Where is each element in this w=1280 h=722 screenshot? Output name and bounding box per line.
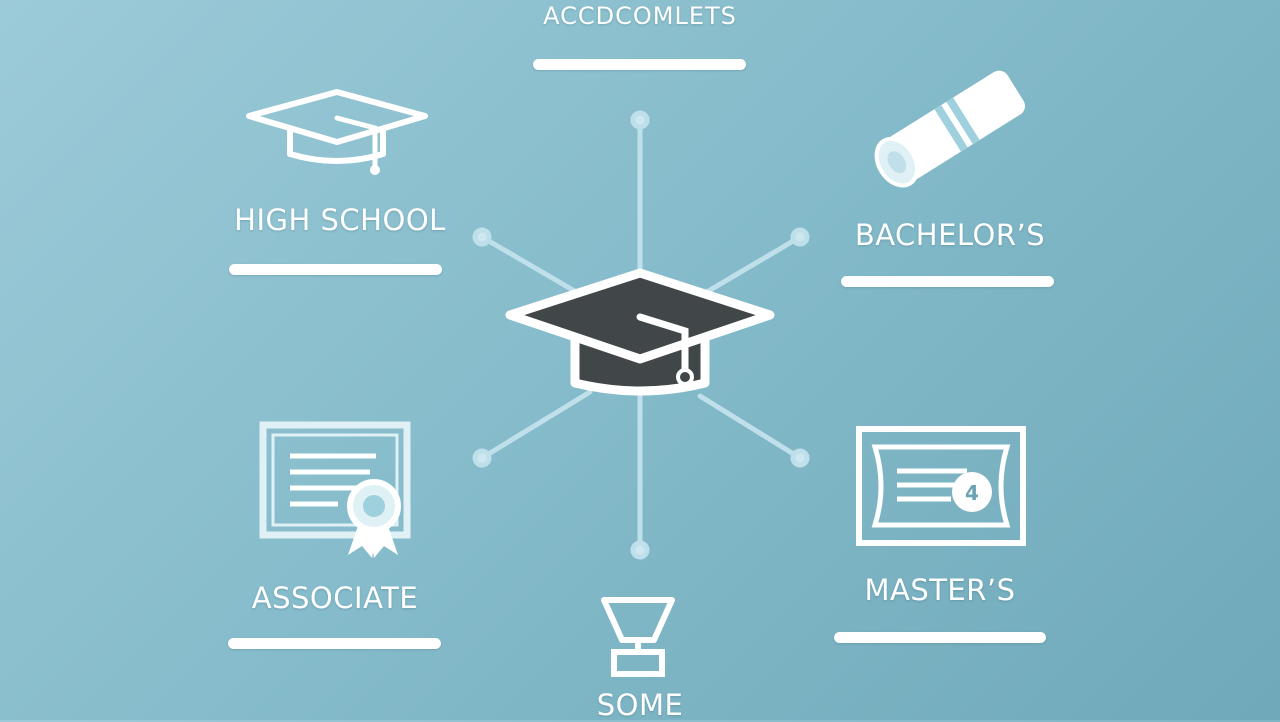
spoke-lower-left-dot	[472, 448, 492, 468]
node-label-some: SOME	[596, 688, 684, 722]
top-label: ACCDCOMLETS	[543, 2, 737, 30]
mortarboard-icon	[246, 89, 428, 175]
node-label-bachelors: BACHELOR’S	[854, 218, 1046, 252]
spoke-top-dot	[630, 110, 650, 130]
graduation-cap-icon	[505, 268, 775, 396]
associate-underline	[228, 638, 441, 649]
spoke-lower-left	[479, 389, 593, 461]
masters-underline	[834, 632, 1046, 643]
spoke-upper-right-dot	[790, 227, 810, 247]
spoke-upper-right	[697, 234, 803, 299]
spoke-upper-left	[479, 234, 593, 303]
spoke-bottom-dot	[630, 540, 650, 560]
spoke-lower-right	[697, 393, 803, 461]
bachelors-underline	[841, 276, 1054, 287]
hourglass-icon	[601, 597, 675, 677]
spoke-lower-right-dot	[790, 448, 810, 468]
node-label-associate: ASSOCIATE	[251, 581, 419, 615]
certificate-ribbon-icon	[259, 421, 411, 558]
spoke-upper-left-dot	[472, 227, 492, 247]
top-underline	[533, 59, 746, 70]
high-school-underline	[229, 264, 442, 275]
node-label-high-school: HIGH SCHOOL	[234, 203, 446, 237]
diploma-scroll-icon	[874, 70, 1025, 188]
diploma-certificate-icon	[856, 426, 1026, 546]
node-label-masters: MASTER’S	[864, 573, 1016, 607]
certificate-number: 4	[965, 481, 979, 505]
